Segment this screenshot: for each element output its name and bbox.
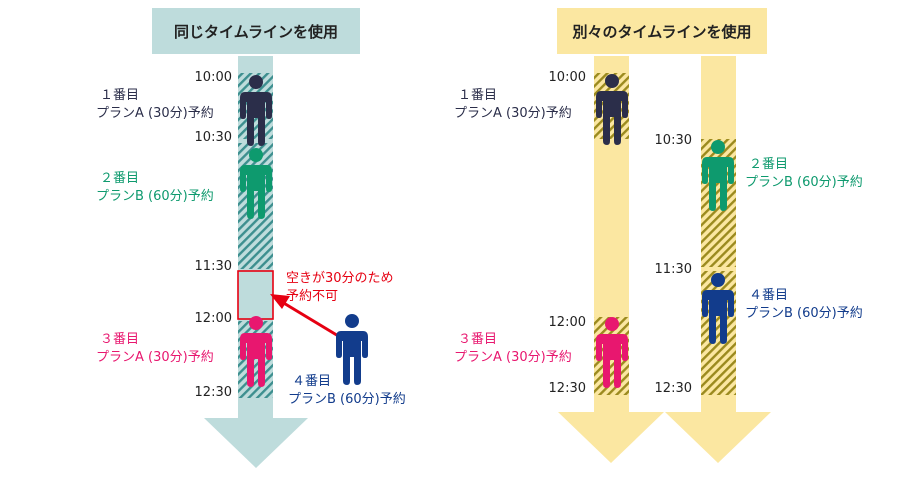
- booking-label-2: ２番目 プランB (60分)予約: [745, 157, 863, 190]
- time-label: 10:30: [654, 133, 692, 148]
- booking-label-3: ３番目 プランA (30分)予約: [454, 332, 572, 365]
- booking-label-3: ３番目 プランA (30分)予約: [96, 332, 214, 365]
- right-timeline-b: [665, 56, 771, 463]
- time-label: 11:30: [654, 262, 692, 277]
- time-label: 10:00: [548, 70, 586, 85]
- right-arrow-head-b: [665, 412, 771, 463]
- right-b-slot-2: [701, 271, 736, 395]
- time-label: 10:00: [194, 70, 232, 85]
- left-title: 同じタイムラインを使用: [152, 8, 360, 54]
- unavailable-note: 空きが30分のため 予約不可: [286, 271, 394, 304]
- booking-label-2: ２番目 プランB (60分)予約: [96, 171, 214, 204]
- time-label: 12:30: [548, 381, 586, 396]
- time-label: 10:30: [194, 130, 232, 145]
- booking-label-4: ４番目 プランB (60分)予約: [288, 374, 406, 407]
- time-label: 12:30: [194, 385, 232, 400]
- left-slot-2: [238, 143, 273, 269]
- time-label: 11:30: [194, 259, 232, 274]
- booking-label-4: ４番目 プランB (60分)予約: [745, 288, 863, 321]
- booking-label-1: １番目 プランA (30分)予約: [96, 88, 214, 121]
- time-label: 12:30: [654, 381, 692, 396]
- booking-label-1: １番目 プランA (30分)予約: [454, 88, 572, 121]
- right-arrow-head-a: [558, 412, 664, 463]
- right-title: 別々のタイムラインを使用: [557, 8, 767, 54]
- time-label: 12:00: [194, 311, 232, 326]
- left-arrow-head: [204, 418, 308, 468]
- right-timeline-a: [558, 56, 664, 463]
- time-label: 12:00: [548, 315, 586, 330]
- unavailable-arrow: [270, 294, 341, 339]
